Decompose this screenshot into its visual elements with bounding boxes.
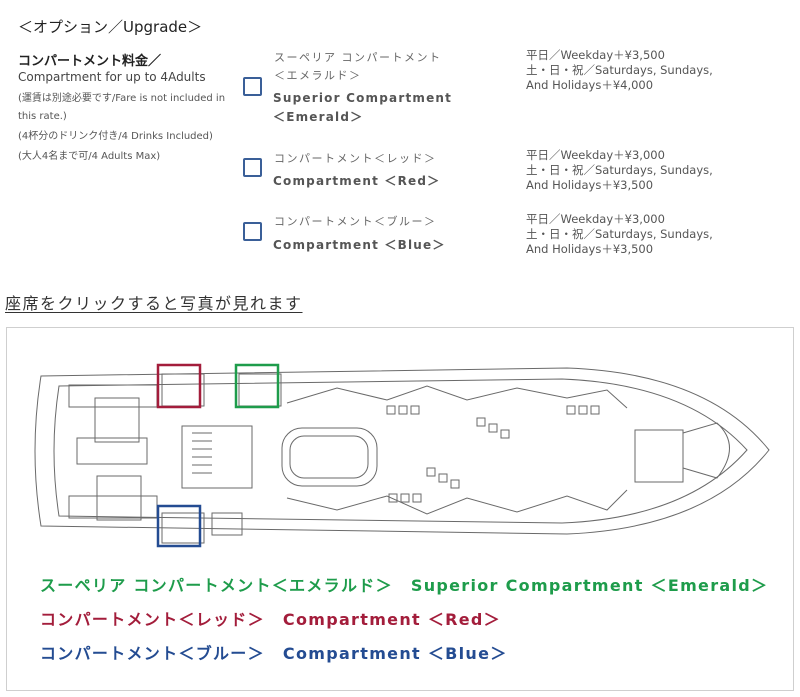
bow-console: [634, 429, 684, 483]
max-adults-note: (大人4名まで可/4 Adults Max): [18, 151, 161, 162]
emerald-compartment-highlight[interactable]: [234, 363, 280, 409]
legend-blue: コンパートメント＜ブルー＞ Compartment ＜Blue＞: [40, 640, 508, 664]
red-option-checkbox[interactable]: [243, 158, 262, 177]
red-option-name-jp: コンパートメント＜レッド＞: [274, 152, 437, 165]
ship-floor-plan: [34, 363, 770, 548]
fare-note: (運賃は別途必要です/Fare is not included in: [18, 93, 226, 104]
red-compartment-highlight[interactable]: [156, 363, 202, 409]
emerald-option-checkbox[interactable]: [243, 77, 262, 96]
compartment-fee-label: コンパートメント料金／: [18, 54, 162, 69]
blue-option-checkbox[interactable]: [243, 222, 262, 241]
compartment-capacity-label: Compartment for up to 4Adults: [18, 70, 206, 84]
seat: [412, 493, 422, 503]
drinks-note: (4杯分のドリンク付き/4 Drinks Included): [18, 131, 213, 142]
emerald-price-holiday: And Holidays＋¥4,000: [526, 78, 654, 92]
seat: [500, 429, 510, 439]
hull-inner-outline: [53, 378, 748, 524]
emerald-price-weekday: 平日／Weekday＋¥3,500: [526, 48, 665, 62]
legend-red-en: Compartment ＜Red＞: [282, 610, 501, 629]
floor-plan-panel: スーペリア コンパートメント＜エメラルド＞ Superior Compartmen…: [6, 327, 794, 691]
galley-counter: [76, 437, 148, 465]
storage-room: [211, 512, 243, 536]
blue-price-holiday: And Holidays＋¥3,500: [526, 242, 654, 256]
bow-deck: [682, 422, 730, 479]
seat: [590, 405, 600, 415]
legend-blue-jp: コンパートメント＜ブルー＞: [40, 644, 265, 663]
emerald-option-name-jp-tag: ＜エメラルド＞: [274, 69, 362, 82]
restroom-bottom: [96, 475, 142, 521]
emerald-compartment-room: [238, 373, 282, 407]
seat: [438, 473, 448, 483]
fare-note-cont: this rate.): [18, 111, 67, 122]
section-title: ＜オプション／Upgrade＞: [18, 18, 203, 36]
seat: [410, 405, 420, 415]
stairwell: [181, 425, 253, 489]
seat: [450, 479, 460, 489]
emerald-option-name-en-tag: ＜Emerald＞: [273, 110, 364, 124]
seat: [386, 405, 396, 415]
seat: [400, 493, 410, 503]
seat: [488, 423, 498, 433]
seat: [476, 417, 486, 427]
red-price-holiday: And Holidays＋¥3,500: [526, 178, 654, 192]
red-option-name-en: Compartment ＜Red＞: [273, 174, 441, 188]
legend-emerald: スーペリア コンパートメント＜エメラルド＞ Superior Compartmen…: [40, 572, 768, 596]
emerald-option-name-jp: スーペリア コンパートメント: [274, 51, 442, 64]
emerald-option-name-en: Superior Compartment: [273, 91, 453, 105]
blue-compartment-highlight[interactable]: [156, 504, 202, 548]
red-price-weekday: 平日／Weekday＋¥3,000: [526, 148, 665, 162]
red-price-weekend: 土・日・祝／Saturdays, Sundays,: [526, 163, 713, 177]
legend-red-jp: コンパートメント＜レッド＞: [40, 610, 265, 629]
red-compartment-room: [161, 373, 205, 407]
seat: [426, 467, 436, 477]
blue-price-weekend: 土・日・祝／Saturdays, Sundays,: [526, 227, 713, 241]
legend-red: コンパートメント＜レッド＞ Compartment ＜Red＞: [40, 606, 501, 630]
seat: [388, 493, 398, 503]
blue-option-name-jp: コンパートメント＜ブルー＞: [274, 215, 437, 228]
hull-outline: [34, 367, 770, 535]
bench-top: [68, 384, 158, 408]
click-seat-hint-link[interactable]: 座席をクリックすると写真が見れます: [5, 294, 303, 313]
seating-row-bottom: [286, 489, 628, 515]
legend-emerald-jp: スーペリア コンパートメント＜エメラルド＞: [40, 576, 393, 595]
central-lounge-table: [289, 435, 369, 479]
blue-price-weekday: 平日／Weekday＋¥3,000: [526, 212, 665, 226]
blue-option-name-en: Compartment ＜Blue＞: [273, 238, 446, 252]
blue-compartment-room: [161, 512, 205, 544]
legend-blue-en: Compartment ＜Blue＞: [282, 644, 508, 663]
legend-emerald-en: Superior Compartment ＜Emerald＞: [410, 576, 769, 595]
seating-row-top: [286, 385, 628, 409]
central-lounge-sofa: [281, 427, 378, 487]
emerald-price-weekend: 土・日・祝／Saturdays, Sundays,: [526, 63, 713, 77]
seat: [578, 405, 588, 415]
bench-bottom: [68, 495, 158, 519]
seat: [566, 405, 576, 415]
restroom-top: [94, 397, 140, 443]
seat: [398, 405, 408, 415]
stairs: [192, 432, 212, 474]
